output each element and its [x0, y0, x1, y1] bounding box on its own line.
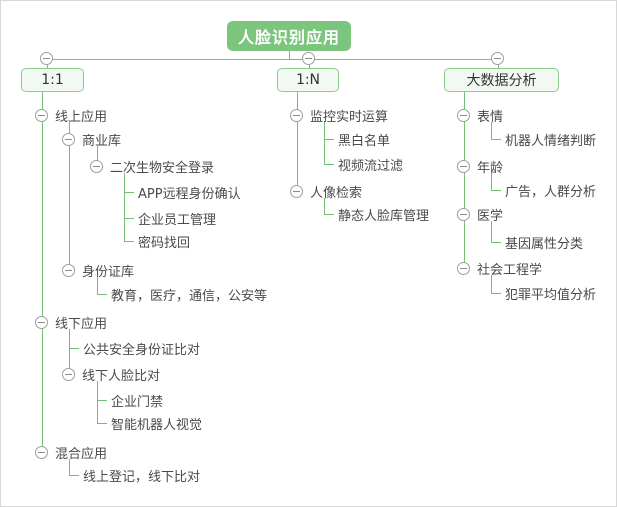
collapse-icon[interactable] [90, 159, 103, 173]
connector-line [491, 221, 492, 242]
tree-node[interactable]: 企业员工管理 [124, 209, 216, 228]
tree-node[interactable]: 企业门禁 [97, 391, 163, 410]
tree-node[interactable]: 表情 [457, 106, 503, 125]
collapse-icon[interactable] [457, 207, 470, 221]
elbow-connector [97, 422, 107, 424]
connector-line [464, 92, 465, 268]
connector-line [324, 198, 325, 214]
collapse-icon[interactable] [457, 108, 470, 122]
branch-node-big-data[interactable]: 大数据分析 [444, 68, 559, 92]
connector-line [97, 277, 98, 294]
connector-line [69, 329, 70, 374]
connector-line [297, 92, 298, 191]
collapse-icon[interactable] [62, 132, 75, 146]
tree-node[interactable]: 视频流过滤 [324, 155, 403, 174]
branch-node-1-1[interactable]: 1:1 [21, 68, 84, 92]
tree-node[interactable]: 监控实时运算 [290, 106, 388, 125]
tree-node[interactable]: 混合应用 [35, 443, 107, 462]
branch-label: 1:1 [41, 72, 64, 88]
tree-node[interactable]: 年龄 [457, 157, 503, 176]
branch-node-1-n[interactable]: 1:N [277, 68, 339, 92]
elbow-connector [124, 191, 134, 193]
connector-line [47, 59, 498, 60]
connector-line [69, 459, 70, 475]
tree-node[interactable]: 智能机器人视觉 [97, 414, 202, 433]
elbow-connector [324, 138, 334, 140]
elbow-connector [97, 399, 107, 401]
connector-line [309, 65, 310, 68]
tree-node[interactable]: 公共安全身份证比对 [69, 339, 200, 358]
connector-line [491, 173, 492, 190]
branch-label: 1:N [295, 72, 321, 88]
collapse-icon[interactable] [40, 52, 53, 65]
elbow-connector [491, 241, 501, 243]
elbow-connector [324, 163, 334, 165]
tree-node[interactable]: 身份证库 [62, 261, 134, 280]
tree-node[interactable]: 线下应用 [35, 313, 107, 332]
tree-node[interactable]: 人像检索 [290, 182, 362, 201]
connector-line [491, 122, 492, 139]
elbow-connector [491, 189, 501, 191]
tree-node[interactable]: 基因属性分类 [491, 233, 583, 252]
collapse-icon[interactable] [290, 184, 303, 198]
elbow-connector [69, 347, 79, 349]
collapse-icon[interactable] [35, 108, 48, 122]
tree-node[interactable]: 犯罪平均值分析 [491, 284, 596, 303]
collapse-icon[interactable] [62, 263, 75, 277]
tree-node[interactable]: 黑白名单 [324, 130, 390, 149]
tree-node[interactable]: APP远程身份确认 [124, 183, 241, 202]
collapse-icon[interactable] [62, 367, 75, 381]
connector-line [97, 381, 98, 423]
connector-line [498, 65, 499, 68]
tree-node[interactable]: 二次生物安全登录 [90, 157, 214, 176]
collapse-icon[interactable] [35, 445, 48, 459]
collapse-icon[interactable] [35, 315, 48, 329]
connector-line [42, 92, 43, 452]
tree-node[interactable]: 教育，医疗，通信，公安等 [97, 285, 267, 304]
connector-line [69, 122, 70, 270]
tree-node[interactable]: 医学 [457, 205, 503, 224]
tree-node[interactable]: 商业库 [62, 130, 121, 149]
tree-node[interactable]: 线下人脸比对 [62, 365, 160, 384]
connector-line [289, 51, 290, 59]
elbow-connector [69, 474, 79, 476]
tree-node[interactable]: 社会工程学 [457, 259, 542, 278]
branch-label: 大数据分析 [466, 73, 537, 89]
connector-line [124, 173, 125, 241]
elbow-connector [124, 240, 134, 242]
elbow-connector [324, 213, 334, 215]
root-node-label: 人脸识别应用 [237, 28, 340, 47]
collapse-icon[interactable] [457, 159, 470, 173]
connector-line [47, 65, 48, 68]
tree-node[interactable]: 静态人脸库管理 [324, 205, 429, 224]
tree-node[interactable]: 线上应用 [35, 106, 107, 125]
connector-line [97, 146, 98, 166]
collapse-icon[interactable] [290, 108, 303, 122]
elbow-connector [491, 292, 501, 294]
tree-node[interactable]: 广告，人群分析 [491, 181, 596, 200]
elbow-connector [124, 217, 134, 219]
collapse-icon[interactable] [302, 52, 315, 65]
tree-node[interactable]: 密码找回 [124, 232, 190, 251]
tree-node[interactable]: 线上登记，线下比对 [69, 466, 200, 485]
collapse-icon[interactable] [457, 261, 470, 275]
elbow-connector [491, 138, 501, 140]
connector-line [324, 122, 325, 164]
root-node[interactable]: 人脸识别应用 [227, 21, 351, 51]
elbow-connector [97, 293, 107, 295]
tree-node[interactable]: 机器人情绪判断 [491, 130, 596, 149]
collapse-icon[interactable] [491, 52, 504, 65]
connector-line [491, 275, 492, 293]
